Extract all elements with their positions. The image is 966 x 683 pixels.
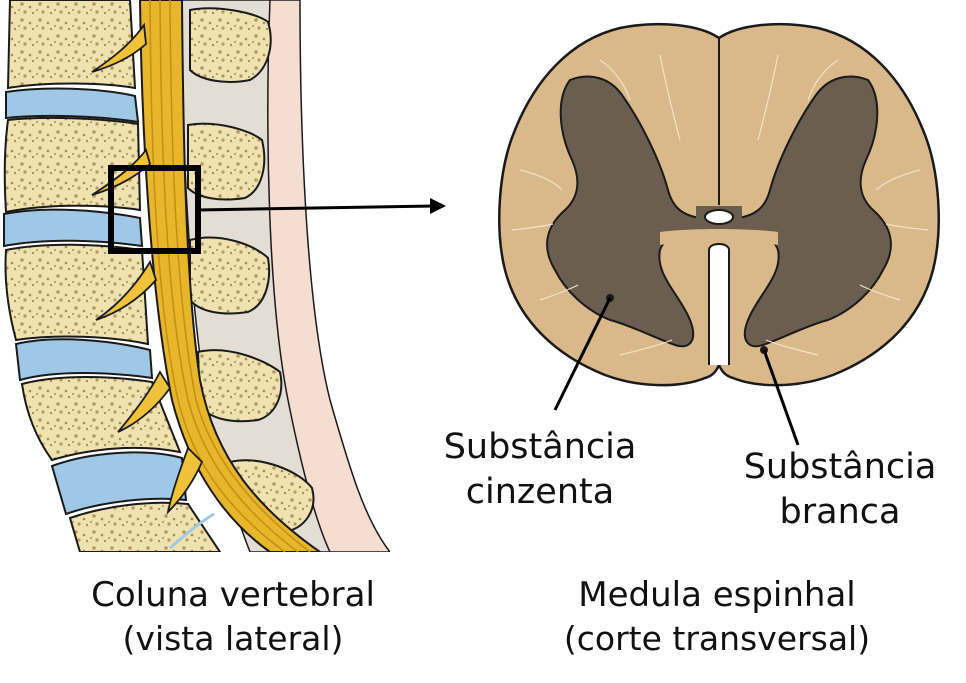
vertebral-column-illustration (3, 0, 390, 552)
gray-matter-label-line2: cinzenta (466, 472, 614, 512)
anterior-median-fissure (708, 243, 730, 365)
spinal-cord-cross-section (498, 22, 940, 446)
spinous-processes (187, 7, 315, 534)
right-caption-subtitle: (corte transversal) (564, 619, 870, 658)
gray-matter-label-line1: Substância (444, 427, 637, 467)
central-canal (704, 209, 734, 225)
left-caption-subtitle: (vista lateral) (123, 619, 344, 658)
gray-matter-left (546, 75, 701, 348)
nerve-roots (91, 22, 204, 515)
sacral-fiber (169, 512, 215, 550)
left-caption-title: Coluna vertebral (91, 575, 375, 615)
right-arrow-icon (197, 198, 446, 214)
white-matter-fibers (511, 54, 929, 356)
intervertebral-discs (3, 87, 188, 516)
label-pointers (553, 294, 800, 446)
right-caption-title: Medula espinhal (578, 575, 856, 615)
white-matter-label-line2: branca (780, 492, 901, 532)
white-matter-label-line1: Substância (744, 447, 937, 487)
gray-matter-right (737, 75, 892, 348)
commissure-light (660, 229, 778, 245)
spinal-cord (138, 0, 322, 552)
